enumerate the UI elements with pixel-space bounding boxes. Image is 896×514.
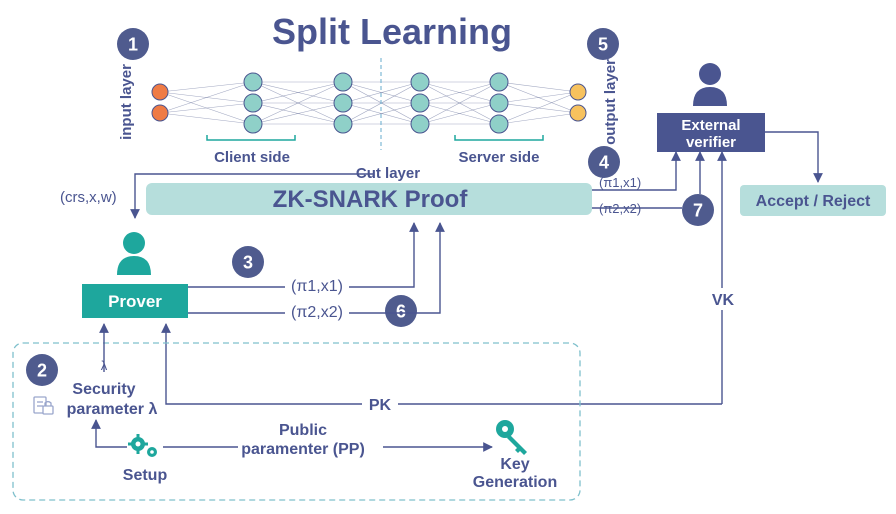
network-edge xyxy=(342,81,421,104)
hidden-node xyxy=(489,72,509,92)
document-lock-icon xyxy=(33,396,54,415)
setup-label: Setup xyxy=(123,467,168,484)
external-verifier-line2: verifier xyxy=(686,134,736,151)
svg-text:6: 6 xyxy=(396,302,406,322)
badge-6: 6 xyxy=(385,295,417,327)
key-generation-line2: Generation xyxy=(473,474,557,491)
input-layer-label: input layer xyxy=(118,64,135,140)
prover-label: Prover xyxy=(108,292,162,311)
network-edge xyxy=(159,81,254,114)
network-edge xyxy=(498,81,579,93)
network-edge xyxy=(419,81,500,104)
hidden-node xyxy=(243,72,263,92)
network-edge xyxy=(498,91,579,125)
output-node xyxy=(569,83,587,101)
svg-text:2: 2 xyxy=(37,361,47,381)
diagram-title: Split Learning xyxy=(272,11,512,52)
zk-snark-proof-label: ZK-SNARK Proof xyxy=(273,186,469,213)
security-parameter-line2: parameter λ xyxy=(67,401,158,418)
pi1-x1-small-label: (π1,x1) xyxy=(599,175,641,190)
pk-label: PK xyxy=(369,397,392,414)
crs-label: (crs,x,w) xyxy=(60,189,117,206)
network-connections xyxy=(159,81,579,125)
badge-5: 5 xyxy=(587,28,619,60)
prover-user-icon xyxy=(117,232,151,275)
svg-text:3: 3 xyxy=(243,253,253,273)
server-side-label: Server side xyxy=(459,149,540,166)
network-edge xyxy=(498,91,579,104)
network-edge xyxy=(159,102,254,114)
input-node xyxy=(151,83,169,101)
network-edge xyxy=(342,102,421,125)
public-parameter-line2: paramenter (PP) xyxy=(241,441,365,458)
client-side-bracket xyxy=(206,135,296,141)
hidden-node xyxy=(410,93,430,113)
network-edge xyxy=(419,81,500,125)
gears-icon xyxy=(128,434,157,457)
pi1-x1-label: (π1,x1) xyxy=(291,278,343,295)
accept-reject-box xyxy=(740,185,886,216)
external-verifier-line1: External xyxy=(681,117,740,134)
key-icon xyxy=(496,420,527,455)
zk-snark-proof-bar xyxy=(146,183,592,215)
badge-2: 2 xyxy=(26,354,58,386)
accept-reject-label: Accept / Reject xyxy=(756,193,871,210)
hidden-node xyxy=(243,114,263,134)
verifier-user-icon xyxy=(693,63,727,106)
badge-1: 1 xyxy=(117,28,149,60)
prover-box xyxy=(82,284,188,318)
input-node xyxy=(151,104,169,122)
network-edge xyxy=(252,81,344,104)
lambda-label: λ xyxy=(101,358,108,373)
hidden-node xyxy=(243,93,263,113)
hidden-node xyxy=(333,93,353,113)
accept-reject-arrow xyxy=(765,131,823,183)
svg-text:4: 4 xyxy=(599,153,609,173)
key-generation-line1: Key xyxy=(500,456,529,473)
network-edge xyxy=(159,81,254,93)
network-edge xyxy=(252,102,344,125)
badge-4: 4 xyxy=(588,146,620,178)
network-edge xyxy=(252,81,344,125)
hidden-node xyxy=(489,114,509,134)
svg-text:1: 1 xyxy=(128,35,138,55)
hidden-node xyxy=(333,72,353,92)
hidden-node xyxy=(410,72,430,92)
external-verifier-box xyxy=(657,113,765,152)
hidden-node xyxy=(410,114,430,134)
badge-7: 7 xyxy=(682,194,714,226)
client-side-label: Client side xyxy=(214,149,290,166)
pk-arrow xyxy=(161,323,722,405)
cut-layer-label: Cut layer xyxy=(356,165,420,182)
vk-label: VK xyxy=(712,292,735,309)
public-parameter-line1: Public xyxy=(279,422,327,439)
pi2-x2-small-label: (π2,x2) xyxy=(599,201,641,216)
network-nodes xyxy=(151,72,587,134)
svg-text:7: 7 xyxy=(693,201,703,221)
server-side-bracket xyxy=(454,135,544,141)
network-edge xyxy=(498,112,579,125)
network-edge xyxy=(159,112,254,125)
proof-pi2-arrow xyxy=(188,222,445,314)
badge-3: 3 xyxy=(232,246,264,278)
network-edge xyxy=(419,102,500,125)
setup-region xyxy=(12,342,581,501)
output-layer-label: output layer xyxy=(602,59,619,145)
output-node xyxy=(569,104,587,122)
verifier-pi1-arrow xyxy=(592,151,681,191)
setup-to-security-arrow xyxy=(91,419,127,448)
hidden-node xyxy=(489,93,509,113)
crs-arrow xyxy=(130,173,373,219)
svg-text:5: 5 xyxy=(598,35,608,55)
pi2-x2-label: (π2,x2) xyxy=(291,304,343,321)
security-parameter-line1: Security xyxy=(72,381,135,398)
proof-pi1-arrow xyxy=(188,222,419,288)
hidden-node xyxy=(333,114,353,134)
